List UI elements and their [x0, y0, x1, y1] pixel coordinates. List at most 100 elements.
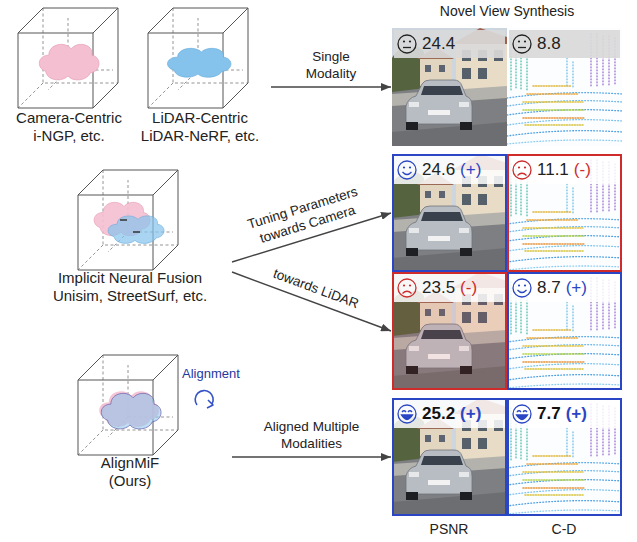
figure-part: [392, 154, 507, 272]
score-value: 8.8: [537, 34, 561, 54]
edge-label: Single Modality: [291, 48, 371, 82]
figure-part: [398, 161, 416, 179]
figure-part: [398, 279, 416, 297]
score-value: 8.7: [537, 278, 561, 298]
figure-part: [403, 40, 405, 42]
figure-part: [398, 35, 416, 53]
figure-part: [518, 40, 520, 42]
figure-part: [409, 40, 411, 42]
figure-part: [403, 47, 411, 48]
edge-label: towards LiDAR: [261, 261, 372, 316]
edge-label: Aligned Multiple Modalities: [247, 418, 377, 452]
figure-part: [398, 161, 416, 179]
score-change: (+): [460, 404, 481, 424]
model-examples: LiDAR-NeRF, etc.: [129, 127, 271, 145]
score-value: 24.6: [422, 160, 455, 180]
figure-part: [524, 40, 526, 42]
figure-part: [513, 35, 531, 53]
figure-part: [509, 274, 620, 302]
figure-part: [509, 156, 620, 184]
result-tile: 8.7(+): [507, 272, 622, 390]
score-value: 25.2: [422, 404, 455, 424]
result-tile: 23.5(-): [392, 272, 507, 390]
figure-part: [398, 405, 416, 423]
alignmif-cube: [78, 355, 178, 455]
model-name: Camera-Centric: [1, 109, 137, 127]
figure-part: [409, 284, 411, 286]
alignment-icon: [195, 391, 213, 408]
face-icons: [398, 35, 531, 423]
figure-part: [398, 35, 416, 53]
figure-part: [392, 398, 507, 516]
figure-part: [394, 400, 505, 428]
model-examples: Unisim, StreetSurf, etc.: [28, 287, 232, 305]
figure-part: [39, 44, 99, 80]
model-examples: (Ours): [28, 472, 232, 490]
score-change: (-): [460, 278, 477, 298]
model-figure: Camera-Centrici-NGP, etc.: [1, 5, 137, 149]
edge-label: Tuning Parameters towards Camera: [238, 181, 372, 252]
model-name: Implicit Neural Fusion: [28, 269, 232, 287]
figure-part: [518, 290, 527, 293]
column-label: C-D: [552, 521, 577, 537]
score-value: 7.7: [537, 404, 561, 424]
figure-part: [524, 284, 526, 286]
figure-part: [517, 411, 527, 412]
figure-part: [108, 216, 164, 244]
figure-part: [148, 8, 248, 108]
figure-part: [78, 355, 178, 455]
column-label: PSNR: [430, 521, 469, 537]
figure-part: [513, 279, 531, 297]
lidar-cube: [148, 8, 248, 108]
figure-part: [507, 28, 622, 146]
result-tile: 24.4: [392, 28, 507, 146]
figure-part: [398, 279, 416, 297]
model-examples: i-NGP, etc.: [1, 127, 137, 145]
figure-part: [513, 279, 531, 297]
figure-part: [168, 48, 231, 77]
figure-part: [518, 47, 526, 48]
figure-part: [513, 161, 531, 179]
model-figure: LiDAR-CentricLiDAR-NeRF, etc.: [129, 5, 271, 149]
model-name: AlignMiF: [28, 454, 232, 472]
flow-arrow: [271, 86, 391, 87]
figure-part: [394, 30, 505, 58]
figure-part: [403, 172, 412, 175]
score-change: (+): [566, 404, 587, 424]
figure-part: [403, 291, 412, 293]
score-value: 11.1: [537, 160, 569, 180]
figure-part: [392, 272, 507, 390]
figure-part: [513, 35, 531, 53]
score-change: (+): [460, 160, 481, 180]
result-tile: 24.6(+): [392, 154, 507, 272]
score-value: 24.4: [422, 34, 455, 54]
figure-part: [513, 405, 531, 423]
result-images: [392, 28, 622, 516]
figure-part: [409, 166, 411, 168]
figure-part: [509, 30, 620, 58]
figure-part: [403, 166, 405, 168]
result-tile: 7.7(+): [507, 398, 622, 516]
model-name: LiDAR-Centric: [129, 109, 271, 127]
figure-part: [518, 284, 520, 286]
figure-part: [509, 400, 620, 428]
figure-part: [207, 400, 213, 408]
figure-part: [402, 411, 412, 412]
figure-title: Novel View Synthesis: [440, 3, 574, 19]
model-figure: Implicit Neural FusionUnisim, StreetSurf…: [28, 165, 232, 309]
figure-part: [392, 28, 507, 146]
figure-part: [402, 415, 413, 420]
annotation-label: Alignment: [182, 366, 240, 382]
figure-part: [518, 173, 527, 175]
figure-part: [403, 284, 405, 286]
figure-part: [507, 398, 622, 516]
score-change: (+): [566, 278, 587, 298]
figure-part: [507, 154, 622, 272]
fusion-cube: [78, 170, 178, 270]
figure-part: [398, 405, 416, 423]
figure-part: [518, 166, 520, 168]
score-change: (-): [574, 160, 591, 180]
figure-part: [507, 272, 622, 390]
figure-part: [517, 415, 528, 420]
